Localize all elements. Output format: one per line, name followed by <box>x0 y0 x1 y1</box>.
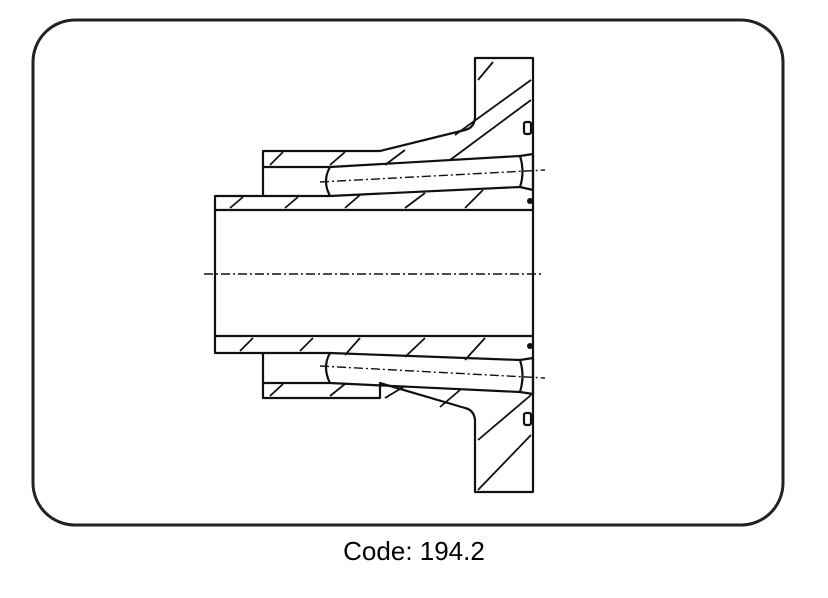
fastener-slots <box>522 120 533 427</box>
section-hatching <box>229 61 532 491</box>
upper-bolt-hole <box>319 152 546 198</box>
flange <box>213 56 535 494</box>
lower-bolt-hole <box>319 351 546 396</box>
pipe-bore <box>215 165 533 385</box>
drawing-frame <box>31 18 785 527</box>
figure-caption: Code: 194.2 <box>343 536 485 566</box>
